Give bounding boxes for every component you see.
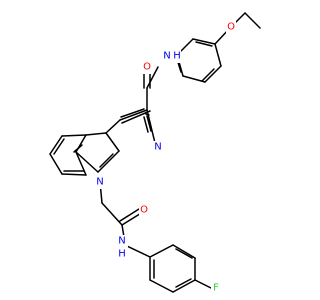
nitrile-nitrogen-label: N (154, 142, 161, 153)
bottom-amide-nitrogen-label: N (118, 236, 125, 247)
bottom-amide-hydrogen-label: H (118, 249, 126, 260)
top-amide-oxygen-label: O (143, 62, 151, 73)
indole-ring (49, 132, 120, 176)
ethoxy-oxygen-label: O (227, 22, 235, 33)
molecule-structure: O O N H N N O N H F (49, 12, 261, 295)
top-amide-nitrogen-label: N (163, 51, 170, 62)
atom-labels: O O N H N N O N H F (95, 21, 236, 295)
indole-nitrogen-label: N (96, 177, 103, 188)
bottom-amide-oxygen-label: O (140, 205, 148, 216)
ethoxy-group (214, 12, 261, 45)
acetamide-chain (99, 181, 151, 258)
fluorophenyl-ring (149, 244, 212, 293)
fluorine-label: F (213, 283, 219, 294)
cyanoacrylamide-linker (105, 54, 178, 144)
ethoxyphenyl-ring (175, 38, 222, 83)
top-amide-hydrogen-label: H (173, 51, 181, 62)
